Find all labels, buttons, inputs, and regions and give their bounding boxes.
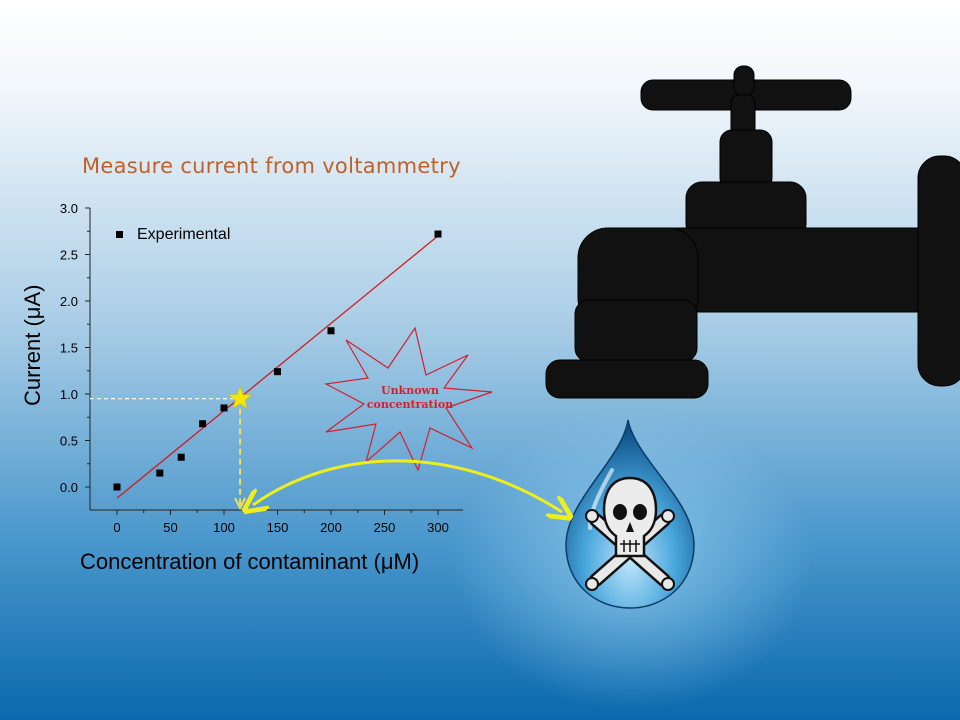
water-faucet-icon bbox=[545, 65, 960, 399]
x-tick-label: 0 bbox=[113, 520, 120, 535]
starburst-callout bbox=[324, 326, 493, 472]
unknown-concentration-label: Unknown concentration bbox=[366, 384, 454, 411]
chart-tick-labels: 0.0 0.5 1.0 1.5 2.0 2.5 3.0 0 50 100 150 200 250 300 bbox=[60, 201, 449, 535]
data-point bbox=[220, 404, 228, 412]
data-point bbox=[327, 327, 335, 335]
y-tick-label: 1.0 bbox=[60, 387, 78, 402]
data-point bbox=[199, 420, 207, 428]
y-axis-label: Current (μA) bbox=[20, 284, 45, 406]
legend-label: Experimental bbox=[137, 226, 231, 243]
data-point bbox=[177, 453, 185, 461]
data-point bbox=[434, 230, 442, 238]
x-tick-label: 200 bbox=[320, 520, 342, 535]
chart-legend: Experimental bbox=[116, 226, 230, 244]
star-marker bbox=[227, 385, 253, 410]
y-tick-label: 0.5 bbox=[60, 434, 78, 449]
y-tick-label: 3.0 bbox=[60, 201, 78, 216]
link-arrow bbox=[253, 459, 562, 512]
x-axis-label: Concentration of contaminant (μM) bbox=[80, 549, 420, 574]
data-point bbox=[113, 483, 121, 491]
x-tick-label: 150 bbox=[267, 520, 289, 535]
y-tick-label: 2.5 bbox=[60, 248, 78, 263]
y-tick-label: 1.5 bbox=[60, 341, 78, 356]
fit-line bbox=[116, 235, 439, 499]
data-points bbox=[113, 230, 442, 491]
fit-line-segment bbox=[116, 235, 439, 499]
legend-marker bbox=[116, 231, 123, 239]
data-point bbox=[156, 469, 164, 477]
x-tick-label: 100 bbox=[213, 520, 235, 535]
data-point bbox=[274, 368, 281, 376]
y-tick-label: 2.0 bbox=[60, 294, 78, 309]
unknown-point-star bbox=[227, 385, 253, 410]
x-tick-label: 300 bbox=[427, 520, 449, 535]
chart-title: Measure current from voltammetry bbox=[82, 154, 461, 178]
skull-crossbones-icon bbox=[585, 476, 675, 591]
y-tick-label: 0.0 bbox=[60, 480, 78, 495]
poison-water-drop-icon bbox=[565, 419, 695, 609]
x-tick-label: 250 bbox=[374, 520, 396, 535]
x-tick-label: 50 bbox=[163, 520, 177, 535]
